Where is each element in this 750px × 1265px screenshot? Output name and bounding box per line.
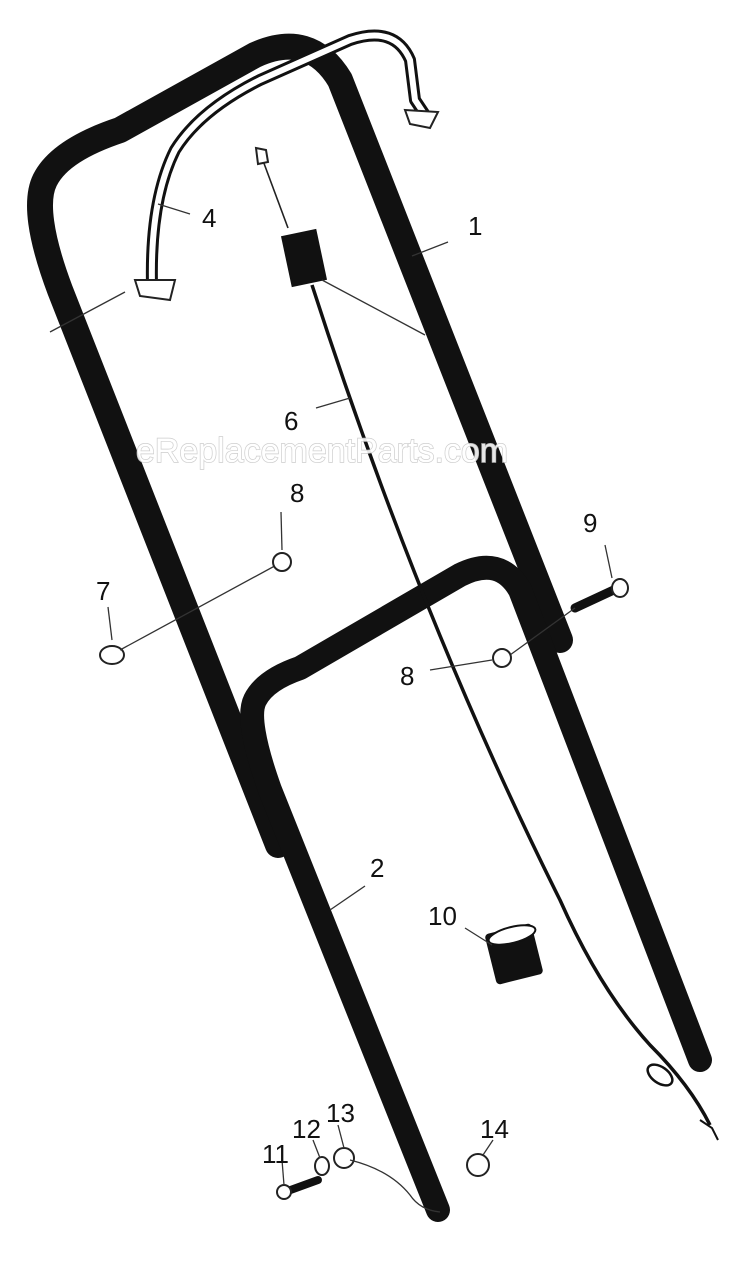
hardware: [99, 552, 629, 1213]
callout-1: 1: [468, 211, 482, 241]
callout-8-lower: 8: [400, 661, 414, 691]
watermark-text: eReplacementParts.com: [136, 432, 508, 470]
callout-11: 11: [262, 1139, 289, 1169]
callout-4: 4: [202, 203, 216, 233]
callout-9: 9: [583, 508, 597, 538]
leader-lines: [49, 203, 613, 1186]
callout-14: 14: [480, 1114, 509, 1144]
callout-12: 12: [292, 1114, 321, 1144]
callout-8-upper: 8: [290, 478, 304, 508]
callout-6: 6: [284, 406, 298, 436]
callout-13: 13: [326, 1098, 355, 1128]
upper-handle: [27, 33, 573, 858]
callout-2: 2: [370, 853, 384, 883]
lower-handle: [240, 555, 712, 1222]
callout-labels: 1 2 4 6 7 8 8 9 10 11 12 13 14: [96, 203, 597, 1169]
callout-7: 7: [96, 576, 110, 606]
callout-10: 10: [428, 901, 457, 931]
control-cable: [254, 146, 719, 1141]
control-bail: [133, 29, 440, 302]
